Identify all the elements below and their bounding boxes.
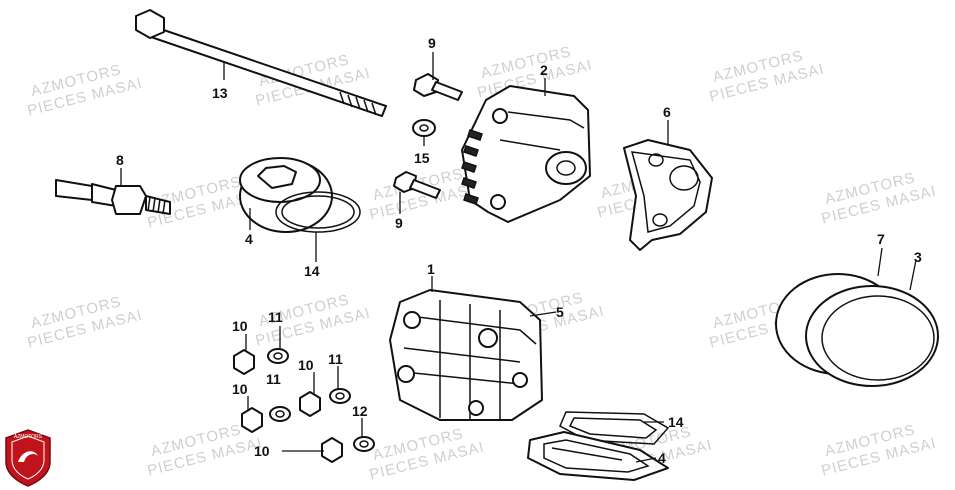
- watermark: AZMOTORS PIECES MASAI: [26, 293, 144, 351]
- callout-label: 2: [540, 62, 548, 78]
- long-stud-bolt-part: [135, 9, 387, 117]
- callout-label: 10: [232, 381, 248, 397]
- washer-part: [412, 119, 436, 137]
- round-cap-part: [775, 273, 939, 387]
- callout-label: 14: [304, 263, 320, 279]
- callout-label: 10: [298, 357, 314, 373]
- side-gasket-part: [623, 139, 713, 251]
- watermark: AZMOTORS PIECES MASAI: [820, 421, 938, 479]
- callout-label: 1: [427, 261, 435, 277]
- watermark: AZMOTORS PIECES MASAI: [708, 47, 826, 105]
- svg-text:AZMOTORS: AZMOTORS: [14, 434, 43, 440]
- washer-part: [329, 388, 351, 404]
- callout-label: 8: [116, 152, 124, 168]
- callout-label: 10: [232, 318, 248, 334]
- callout-label: 13: [212, 85, 228, 101]
- callout-label: 6: [663, 104, 671, 120]
- callout-label: 7: [877, 231, 885, 247]
- callout-label: 10: [254, 443, 270, 459]
- callout-label: 9: [395, 215, 403, 231]
- callout-label: 12: [352, 403, 368, 419]
- o-ring-part: [275, 191, 361, 233]
- watermark: AZMOTORS PIECES MASAI: [820, 169, 938, 227]
- cylinder-head-part: [389, 289, 543, 421]
- spark-plug-part: [55, 179, 171, 215]
- callout-label: 9: [428, 35, 436, 51]
- callout-label: 5: [556, 304, 564, 320]
- callout-label: 11: [328, 351, 343, 367]
- callout-label: 11: [266, 371, 281, 387]
- leader-lines: [120, 52, 917, 463]
- callout-label: 15: [414, 150, 430, 166]
- tappet-cap-part: [239, 157, 333, 233]
- callout-label: 3: [914, 249, 922, 265]
- callout-labels: 9 2 13 6 8 15 9 4 14 7 3 1 5 10 11 10 11…: [116, 35, 922, 466]
- small-bolt-part: [413, 73, 463, 101]
- callout-label: 14: [668, 414, 684, 430]
- head-cover-part: [461, 85, 591, 223]
- callout-label: 4: [245, 231, 253, 247]
- nut-part: [233, 349, 255, 375]
- callout-label: 11: [268, 309, 283, 325]
- nut-part: [241, 407, 263, 433]
- washer-part: [269, 406, 291, 422]
- nut-part: [299, 391, 321, 417]
- small-bolt-part: [393, 171, 441, 199]
- nut-part: [321, 437, 343, 463]
- washer-part: [267, 348, 289, 364]
- watermark: AZMOTORS PIECES MASAI: [368, 425, 486, 483]
- head-gasket-part: [559, 411, 670, 445]
- watermark: AZMOTORS PIECES MASAI: [26, 61, 144, 119]
- base-gasket-part: [527, 431, 669, 481]
- callout-label: 4: [658, 450, 666, 466]
- washer-part: [353, 436, 375, 452]
- azmotors-logo: AZMOTORS: [5, 429, 51, 487]
